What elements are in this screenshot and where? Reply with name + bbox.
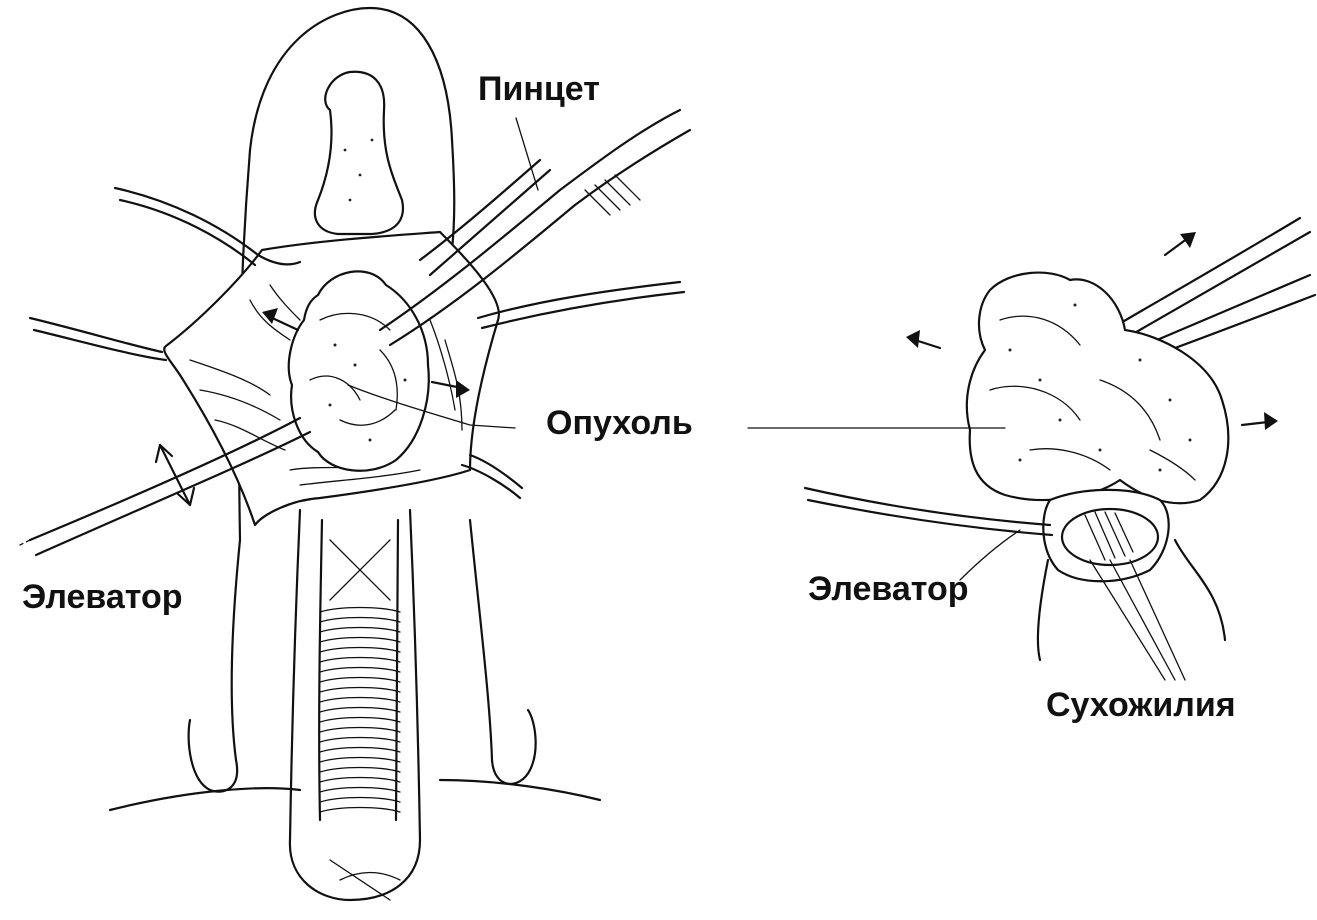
elevator-left-label: Элеватор bbox=[22, 578, 183, 616]
leader-tumor-left bbox=[347, 384, 516, 429]
tendon-cross-section bbox=[1042, 488, 1170, 583]
tendon-sheath bbox=[288, 508, 422, 902]
tumor-right bbox=[965, 271, 1230, 505]
elevator-left bbox=[28, 416, 302, 542]
forceps-label: Пинцет bbox=[478, 70, 600, 108]
elevator-right bbox=[803, 486, 1052, 527]
tumor-label: Опухоль bbox=[546, 404, 693, 442]
tendons-label: Сухожилия bbox=[1046, 686, 1236, 724]
right-figure bbox=[747, 216, 1317, 681]
tendon-coils bbox=[319, 606, 401, 813]
leader-tendons bbox=[1089, 559, 1166, 681]
forceps-left bbox=[378, 108, 682, 332]
elevator-right-label: Элеватор bbox=[808, 570, 969, 608]
fingernail bbox=[313, 70, 405, 236]
leader-elevator-right bbox=[959, 529, 1021, 581]
left-figure bbox=[19, 6, 692, 902]
forceps-right bbox=[1098, 216, 1302, 337]
leader-forceps bbox=[515, 117, 539, 191]
